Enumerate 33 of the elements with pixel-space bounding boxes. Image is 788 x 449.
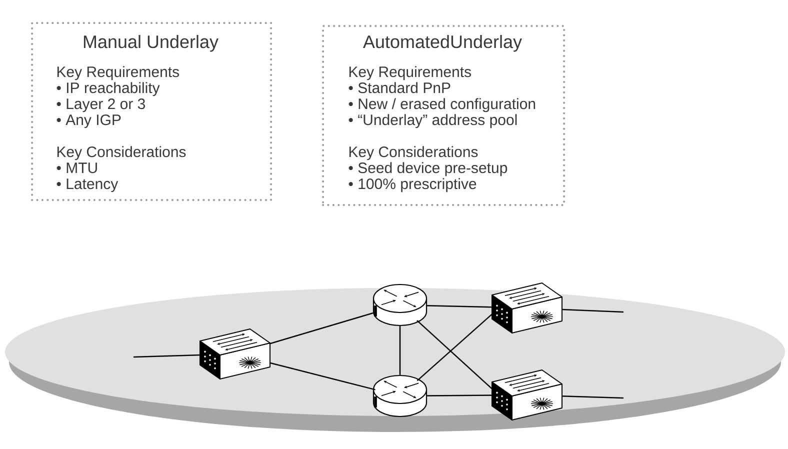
- connection-line: [269, 312, 376, 344]
- connection-line: [426, 305, 493, 308]
- bullet-item: • MTU: [56, 162, 97, 174]
- list-heading: Key Requirements: [57, 66, 180, 80]
- bullet-item: • Layer 2 or 3: [56, 98, 145, 112]
- router-icon: [372, 284, 428, 326]
- list-heading: Key Considerations: [57, 146, 186, 160]
- list-heading: Key Requirements: [349, 66, 472, 80]
- switch-icon: [492, 282, 562, 334]
- connection-line: [269, 362, 376, 390]
- bullet-item: • Any IGP: [56, 114, 121, 128]
- dotted-panel: [31, 22, 272, 202]
- bullet-item: • Seed device pre-setup: [348, 162, 508, 176]
- bullet-item: • Latency: [56, 178, 118, 192]
- bullet-item: • “Underlay” address pool: [348, 114, 517, 128]
- connection-line: [561, 395, 624, 399]
- bullet-item: • Standard PnP: [348, 82, 450, 94]
- connection-line: [416, 320, 493, 390]
- switch-icon: [492, 370, 562, 420]
- dotted-panel: [322, 25, 566, 206]
- bullet-item: • New / erased configuration: [348, 98, 536, 112]
- connection-line: [426, 394, 493, 396]
- list-heading: Key Considerations: [349, 146, 478, 160]
- panel-title: Manual Underlay: [84, 34, 218, 52]
- panel-title: AutomatedUnderlay: [363, 34, 522, 52]
- connection-line: [399, 325, 401, 376]
- connection-line: [133, 354, 201, 358]
- bullet-item: • IP reachability: [56, 82, 160, 96]
- bullet-item: • 100% prescriptive: [348, 178, 476, 192]
- switch-icon: [200, 328, 270, 380]
- connection-line: [417, 314, 493, 381]
- connection-line: [561, 308, 624, 313]
- router-icon: [372, 374, 428, 418]
